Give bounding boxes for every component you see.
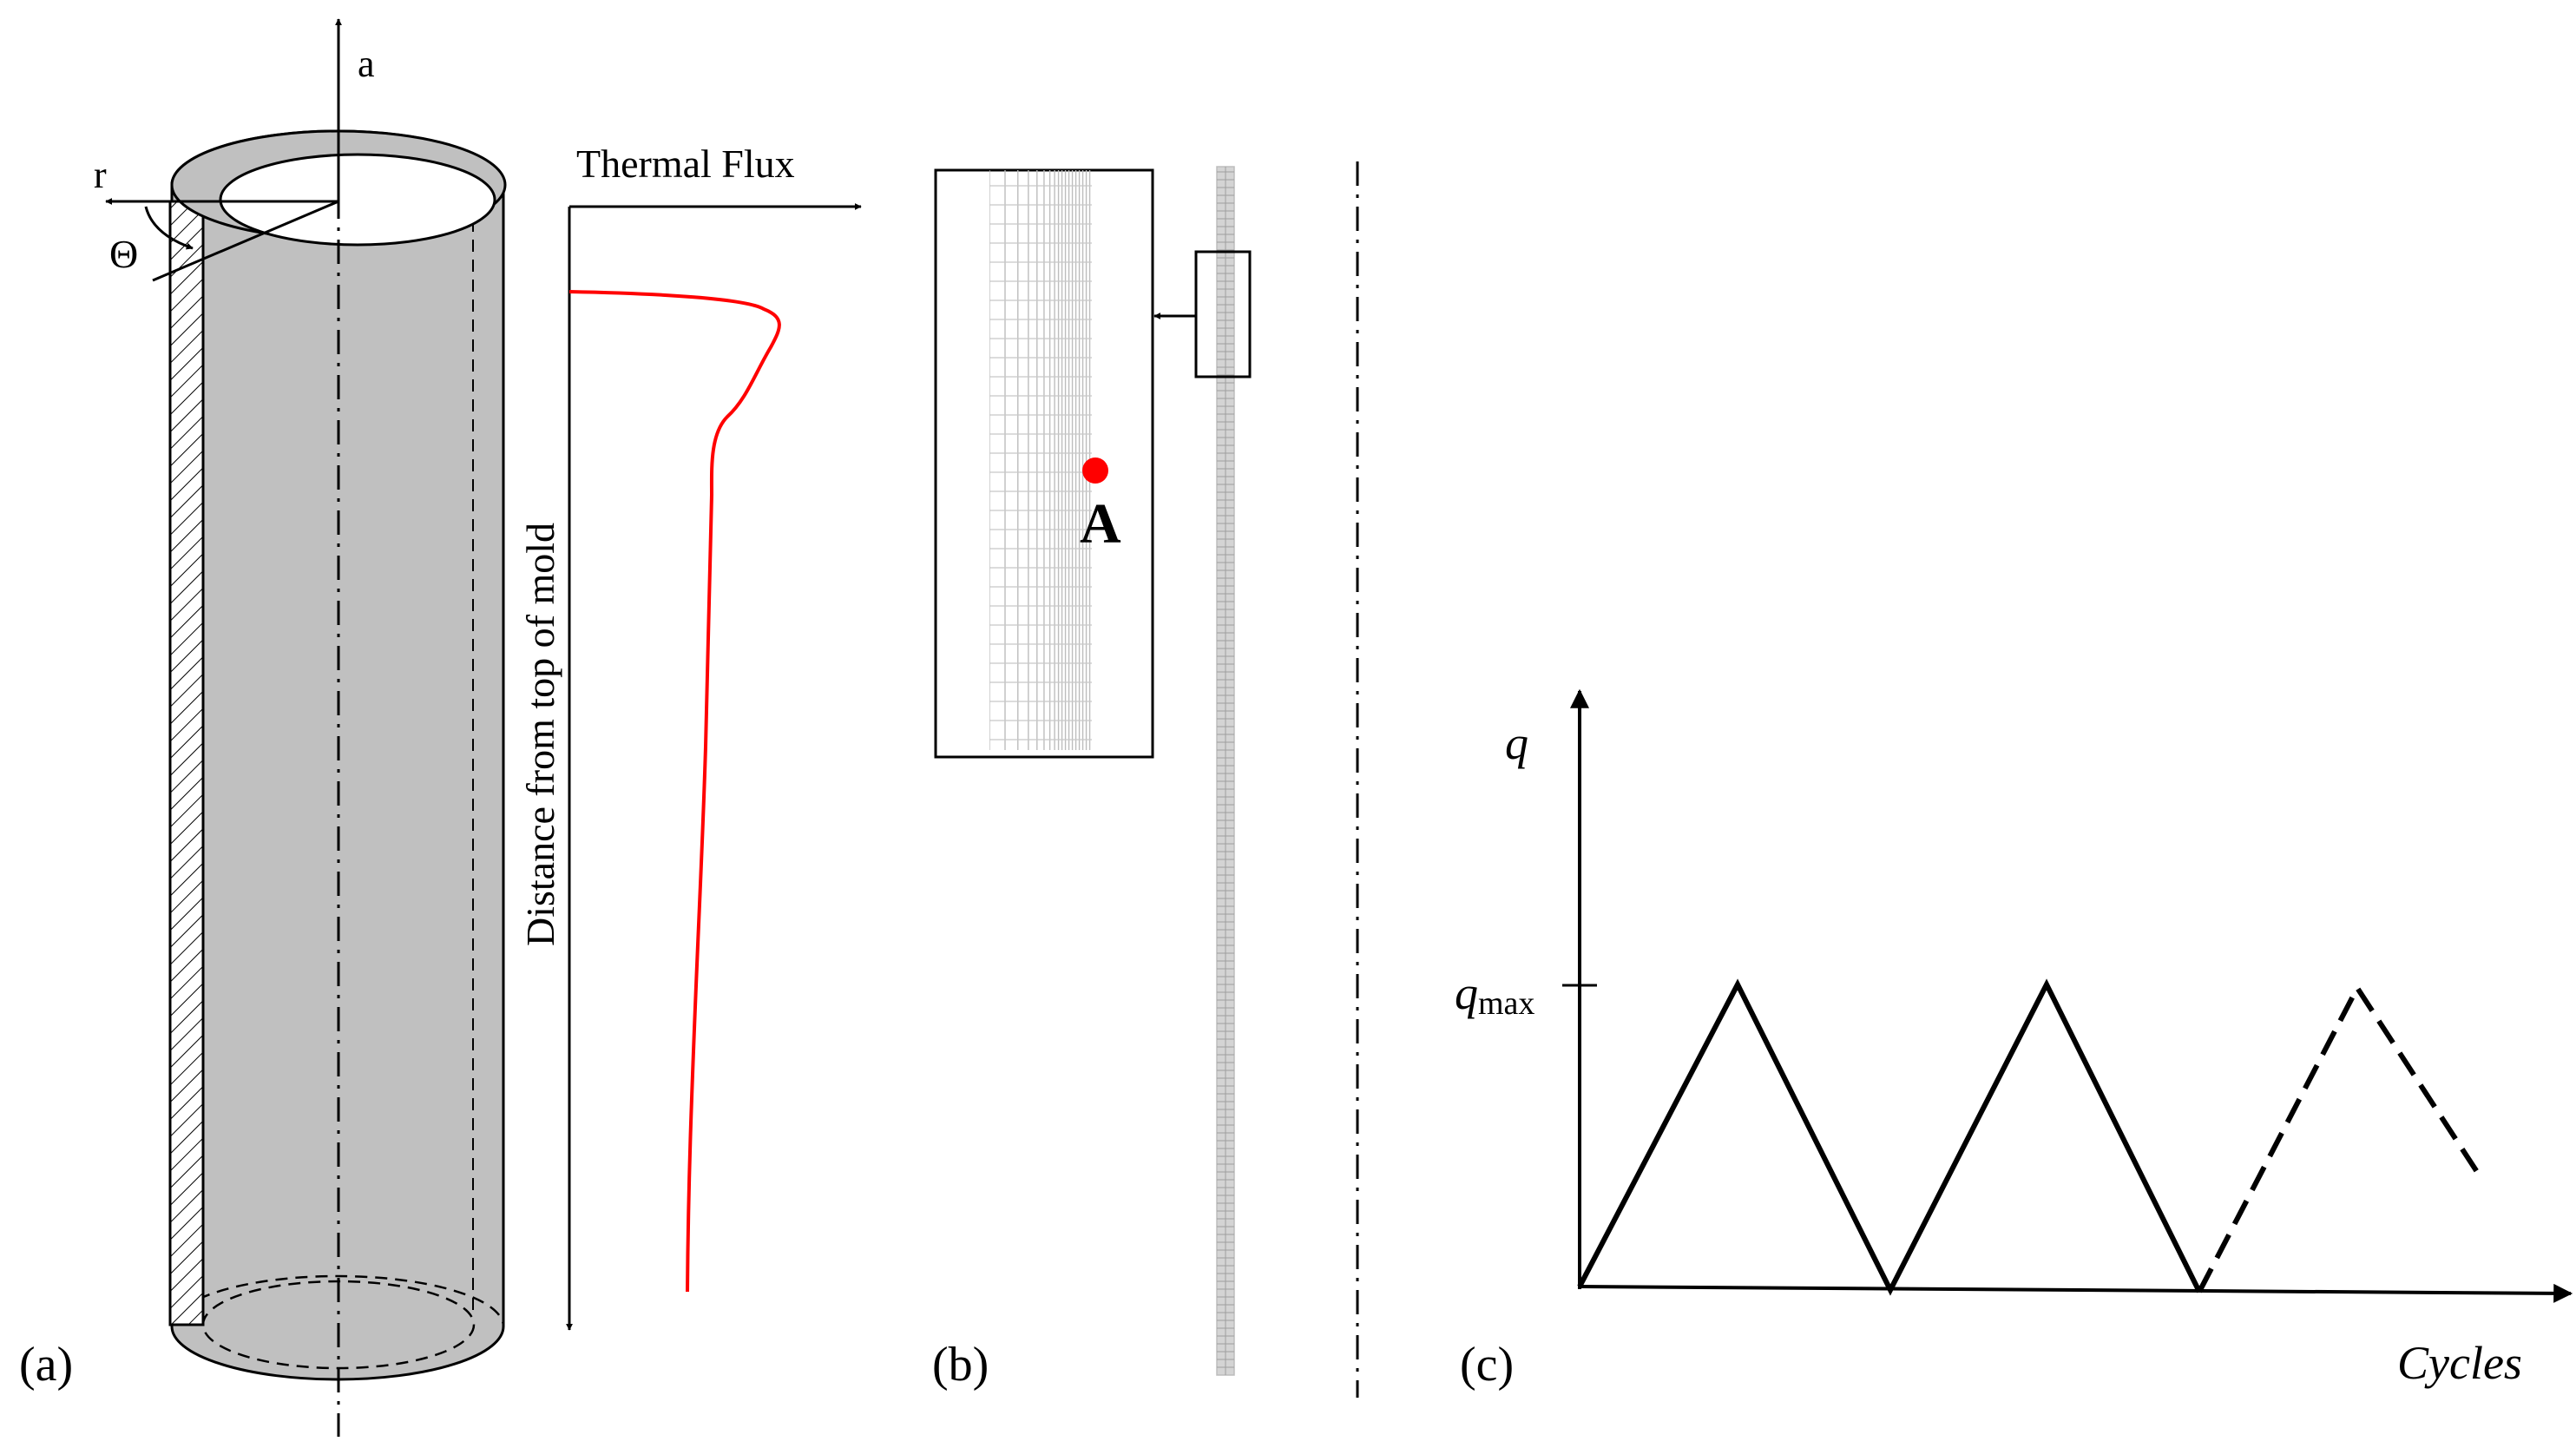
flux-curve (568, 290, 781, 1293)
point-a-marker (1082, 457, 1108, 484)
zoom-mesh-grid (989, 170, 1092, 750)
qmax-label: qmax (1455, 967, 1534, 1022)
selection-box (1194, 250, 1252, 378)
panel-b: A (b) (932, 161, 1359, 1398)
panel-a: a r Θ (a) (19, 18, 507, 1437)
mesh-strip (1216, 166, 1235, 1376)
panel-c: q qmax Cycles (c) (1455, 688, 2573, 1392)
qmax-main: q (1455, 967, 1478, 1019)
load-cycle-solid (1577, 978, 2202, 1296)
axis-theta-label: Θ (109, 232, 138, 276)
distance-axis-label: Distance from top of mold (518, 523, 562, 946)
flux-plot: Thermal Flux Distance from top of mold (518, 142, 862, 1331)
theta-line (152, 200, 339, 282)
panel-a-label: (a) (19, 1338, 73, 1392)
tube-top-inner (219, 153, 496, 247)
qmax-subscript: max (1478, 985, 1534, 1022)
load-cycle-dashed (2197, 983, 2481, 1293)
flux-axis-label: Thermal Flux (576, 142, 795, 186)
theta-arc (144, 206, 194, 250)
wall-section-hatch-fill (168, 200, 205, 1326)
q-axis-label: q (1505, 717, 1528, 769)
cycles-axis-label: Cycles (2397, 1337, 2522, 1389)
point-a-label: A (1080, 492, 1121, 556)
axis-r-label: r (94, 154, 107, 196)
axis-a-label: a (358, 43, 375, 85)
cycles-axis (1579, 1283, 2573, 1303)
panel-c-label: (c) (1460, 1338, 1514, 1392)
panel-b-label: (b) (932, 1338, 989, 1392)
